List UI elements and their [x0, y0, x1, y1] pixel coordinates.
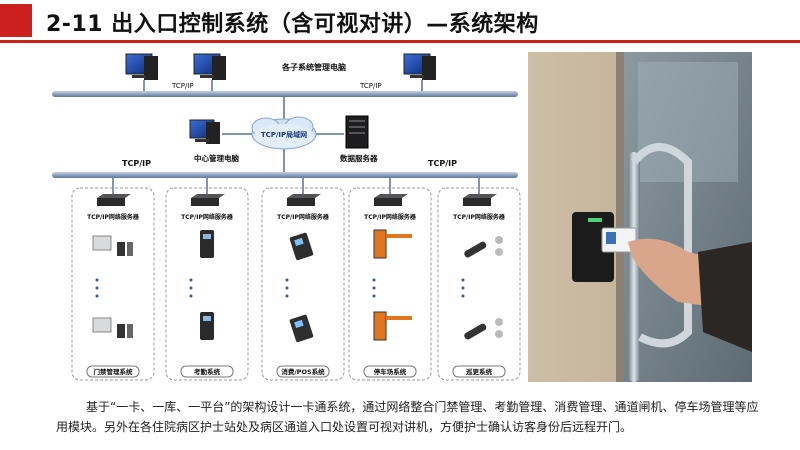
terminal-device-icon: [289, 232, 314, 260]
connector-dot: [462, 295, 465, 298]
terminal-device-icon: [93, 318, 133, 338]
subsystem-name: 考勤系统: [194, 367, 221, 376]
subsystem-pc-label: 各子系统管理电脑: [281, 62, 346, 72]
title-rule: [0, 40, 800, 43]
connector-dot: [373, 279, 376, 282]
monitor-icon: [190, 120, 220, 144]
network-server-icon: [97, 194, 131, 206]
caption-line-1: 基于“一卡、一库、一平台”的架构设计一卡通系统，通过网络整合门禁管理、考勤管理、…: [86, 397, 766, 417]
card-reader-photo: [528, 52, 752, 382]
connector-dot: [286, 287, 289, 290]
connector-dot: [96, 287, 99, 290]
connector-dot: [190, 287, 193, 290]
terminal-device-icon: [463, 236, 503, 259]
network-server-icon: [374, 194, 408, 206]
door-handle: [628, 152, 640, 382]
connector-dot: [96, 295, 99, 298]
slide-title: 2-11 出入口控制系统（含可视对讲）—系统架构: [46, 6, 539, 38]
subsystem-name: 巡更系统: [466, 367, 493, 376]
title-bar: 2-11 出入口控制系统（含可视对讲）—系统架构: [0, 0, 800, 40]
connector-dot: [462, 287, 465, 290]
subsystem-label: 巡更系统: [453, 366, 505, 377]
db-server-label: 数据服务器: [340, 153, 378, 163]
subsystem-name: 停车场系统: [374, 367, 407, 376]
server-label: TCP/IP网络服务器: [277, 213, 330, 221]
network-server-icon: [287, 194, 321, 206]
description-text: 基于“一卡、一库、一平台”的架构设计一卡通系统，通过网络整合门禁管理、考勤管理、…: [86, 397, 766, 437]
connector-dot: [462, 279, 465, 282]
caption-line-2: 用模块。另外在各住院病区护士站处及病区通道入口处设置可视对讲机，方便护士确认访客…: [56, 417, 766, 437]
terminal-device-icon: [200, 230, 214, 258]
server-label: TCP/IP网络服务器: [87, 213, 140, 221]
connector-dot: [373, 295, 376, 298]
connector-dot: [190, 295, 193, 298]
network-server-icon: [463, 194, 497, 206]
database-server-icon: [346, 116, 368, 148]
terminal-device-icon: [463, 318, 503, 341]
terminal-device-icon: [374, 230, 412, 258]
connector-dot: [190, 279, 193, 282]
cloud-label: TCP/IP局域网: [261, 130, 307, 139]
terminal-device-icon: [374, 312, 412, 340]
subsystem-label: 消费/POS系统: [277, 366, 329, 377]
tcpip-label: TCP/IP: [171, 82, 194, 90]
tcpip-label: TCP/IP: [359, 82, 382, 90]
network-bus-top: [52, 91, 518, 97]
terminal-device-icon: [289, 314, 314, 342]
monitor-icon: [126, 54, 158, 80]
terminal-device-icon: [200, 312, 214, 340]
connector-dot: [373, 287, 376, 290]
subsystem-label: 门禁管理系统: [87, 366, 139, 377]
subsystem-name: 消费/POS系统: [281, 367, 325, 376]
subsystem-label: 停车场系统: [364, 366, 416, 377]
connector-dot: [286, 295, 289, 298]
server-label: TCP/IP网络服务器: [364, 213, 417, 221]
subsystem-label: 考勤系统: [181, 366, 233, 377]
network-bus-middle: [52, 172, 518, 178]
center-pc-label: 中心管理电脑: [194, 153, 239, 163]
monitor-icon: [404, 54, 436, 80]
network-server-icon: [191, 194, 225, 206]
server-label: TCP/IP网络服务器: [453, 213, 506, 221]
terminal-device-icon: [93, 236, 133, 256]
tcpip-label: TCP/IP: [122, 159, 151, 168]
tcpip-label: TCP/IP: [428, 159, 457, 168]
monitor-icon: [194, 54, 226, 80]
subsystem-name: 门禁管理系统: [94, 367, 134, 376]
title-accent-block: [0, 4, 32, 37]
connector-dot: [286, 279, 289, 282]
architecture-diagram: 各子系统管理电脑 TCP/IP TCP/IP TCP/IP局域网 中心管理电脑 …: [44, 48, 524, 383]
connector-dot: [96, 279, 99, 282]
server-label: TCP/IP网络服务器: [181, 213, 234, 221]
